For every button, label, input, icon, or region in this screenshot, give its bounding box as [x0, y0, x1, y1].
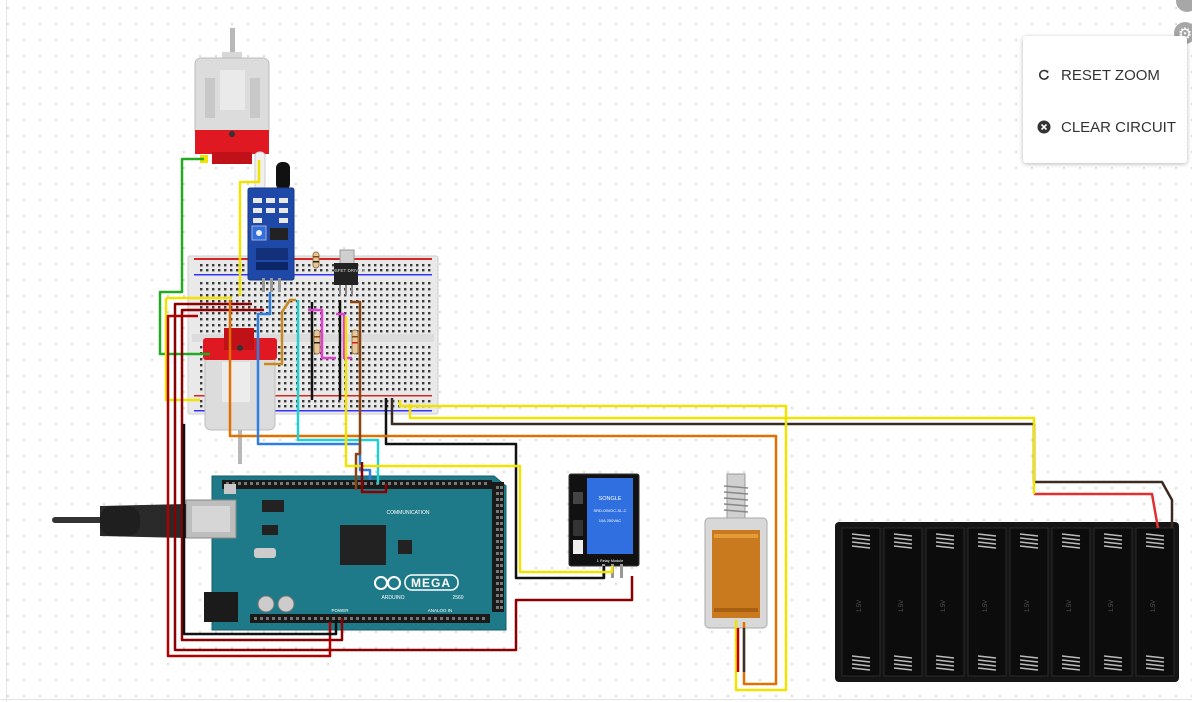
relay-module-label: 1 Relay Module — [597, 559, 623, 563]
refresh-icon — [1037, 68, 1051, 82]
battery-cell-slot: 1.5V — [841, 527, 881, 677]
mosfet-driver[interactable]: MOSFET DRIVER — [328, 249, 366, 295]
resistor-2[interactable] — [313, 329, 321, 355]
battery-cell-label: 1.5V — [1109, 600, 1115, 612]
canvas-context-menu: RESET ZOOM CLEAR CIRCUIT — [1023, 36, 1187, 163]
battery-cell-slot: 1.5V — [1051, 527, 1091, 677]
arduino-brand-text: ARDUINO — [381, 595, 404, 601]
clear-circuit-button[interactable]: CLEAR CIRCUIT — [1037, 114, 1176, 140]
battery-cell-label: 1.5V — [941, 600, 947, 612]
reset-zoom-button[interactable]: RESET ZOOM — [1037, 62, 1160, 88]
battery-cell-slot: 1.5V — [967, 527, 1007, 677]
arduino-logo-text: MEGA — [411, 576, 451, 590]
battery-cell-label: 1.5V — [1067, 600, 1073, 612]
battery-cell-slot: 1.5V — [1093, 527, 1133, 677]
battery-cell-slot: 1.5V — [1009, 527, 1049, 677]
relay-module[interactable]: SONGLE SRD-05VDC-SL-C 10A 250VAC 1 Relay… — [568, 473, 640, 578]
solenoid[interactable] — [704, 473, 768, 629]
arduino-model-text: 2560 — [452, 595, 463, 601]
battery-cell-label: 1.5V — [1151, 600, 1157, 612]
clear-circuit-label: CLEAR CIRCUIT — [1061, 118, 1177, 136]
relay-brand-text: SONGLE — [599, 496, 622, 502]
close-circle-icon — [1037, 120, 1051, 134]
battery-cell-label: 1.5V — [983, 600, 989, 612]
toolbar-button[interactable] — [1176, 0, 1192, 12]
relay-rating-text: 10A 250VAC — [599, 518, 622, 523]
arduino-analog-label: ANALOG IN — [428, 608, 453, 613]
battery-cell-label: 1.5V — [857, 600, 863, 612]
usb-cable — [52, 504, 186, 538]
wires — [158, 157, 1174, 692]
battery-cell-slot: 1.5V — [883, 527, 923, 677]
battery-pack[interactable]: 1.5V 1.5V 1.5V 1.5V 1.5V 1.5V 1.5V 1.5V — [835, 522, 1179, 682]
battery-cell-label: 1.5V — [1025, 600, 1031, 612]
battery-cell-label: 1.5V — [899, 600, 905, 612]
resistor-3[interactable] — [351, 329, 359, 355]
arduino-power-label: POWER — [331, 608, 349, 613]
dc-motor-top[interactable] — [194, 28, 270, 164]
reset-zoom-label: RESET ZOOM — [1061, 66, 1160, 84]
arduino-comm-label: COMMUNICATION — [387, 510, 430, 516]
canvas-left-border — [6, 0, 7, 702]
battery-cell-slot: 1.5V — [925, 527, 965, 677]
resistor-1[interactable] — [312, 251, 320, 269]
arduino-mega-board[interactable]: MEGA 2560 ARDUINO COMMUNICATION POWER AN… — [185, 475, 507, 631]
ir-sensor-module[interactable] — [247, 151, 295, 292]
driver-ic-label: MOSFET DRIVER — [328, 268, 366, 273]
battery-cell-slot: 1.5V — [1135, 527, 1175, 677]
canvas-bottom-border — [0, 699, 1192, 700]
relay-model-text: SRD-05VDC-SL-C — [593, 508, 626, 513]
